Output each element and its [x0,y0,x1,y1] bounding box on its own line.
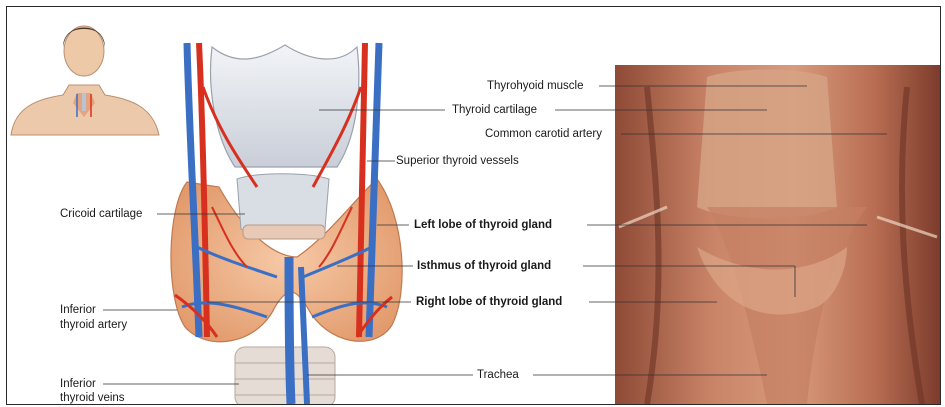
thyroid-illustration [171,43,402,404]
person-thumbnail [11,26,159,135]
label-left-lobe: Left lobe of thyroid gland [414,218,552,232]
label-isthmus: Isthmus of thyroid gland [417,259,551,273]
label-thyroid-cartilage: Thyroid cartilage [452,103,537,117]
label-inferior-thyroid-veins-line1: Inferior [60,377,96,391]
label-thyrohyoid-muscle: Thyrohyoid muscle [487,79,584,93]
label-inferior-thyroid-veins-line2: thyroid veins [60,391,125,405]
anatomy-figure [7,7,940,404]
cadaver-photo [615,65,940,404]
label-inferior-thyroid-artery-line2: thyroid artery [60,318,127,332]
label-inferior-thyroid-artery-line1: Inferior [60,303,96,317]
label-right-lobe: Right lobe of thyroid gland [416,295,562,309]
label-superior-thyroid-vessels: Superior thyroid vessels [396,154,519,168]
label-trachea: Trachea [477,368,519,382]
figure-frame: Thyrohyoid muscle Thyroid cartilage Comm… [6,6,941,405]
label-common-carotid-artery: Common carotid artery [485,127,602,141]
label-cricoid-cartilage: Cricoid cartilage [60,207,142,221]
